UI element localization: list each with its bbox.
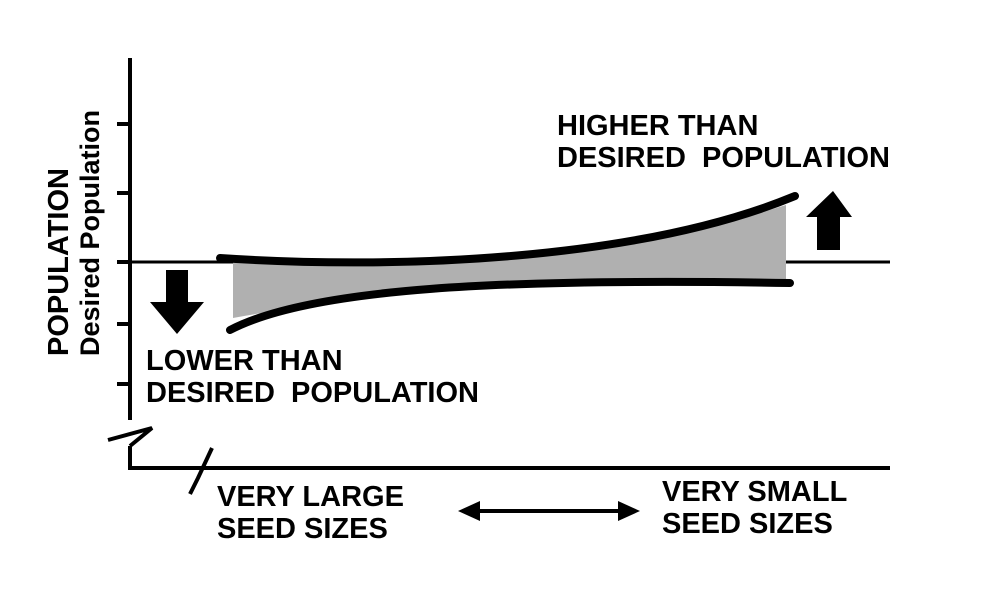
double-headed-arrow-icon	[458, 501, 640, 521]
x-left-label-line1: VERY LARGE	[217, 481, 404, 513]
higher-label-line1: HIGHER THAN	[557, 110, 759, 142]
x-axis-break-icon	[188, 447, 214, 495]
lower-label-line2: DESIRED POPULATION	[146, 377, 479, 410]
x-right-label-line2: SEED SIZES	[662, 508, 833, 541]
y-axis-label: POPULATION Desired Population	[43, 109, 106, 356]
lower-population-curve	[226, 277, 794, 334]
x-left-label-line2: SEED SIZES	[217, 513, 388, 546]
higher-than-desired-label: HIGHER THAN DESIRED POPULATION	[557, 110, 890, 175]
y-axis-ticks	[117, 122, 130, 386]
very-large-seed-sizes-label: VERY LARGE SEED SIZES	[217, 481, 404, 546]
x-right-label-line1: VERY SMALL	[662, 476, 848, 508]
lower-than-desired-label: LOWER THAN DESIRED POPULATION	[146, 345, 479, 410]
higher-label-line2: DESIRED POPULATION	[557, 142, 890, 175]
arrow-down-icon	[150, 270, 204, 334]
population-variation-band	[233, 205, 786, 318]
y-axis-label-line1: POPULATION	[43, 168, 75, 356]
y-axis-label-line2: Desired Population	[74, 109, 105, 356]
y-axis-break-icon	[107, 426, 154, 448]
arrow-up-icon	[806, 191, 852, 250]
lower-label-line1: LOWER THAN	[146, 345, 343, 377]
very-small-seed-sizes-label: VERY SMALL SEED SIZES	[662, 476, 847, 541]
upper-population-curve	[216, 192, 799, 267]
